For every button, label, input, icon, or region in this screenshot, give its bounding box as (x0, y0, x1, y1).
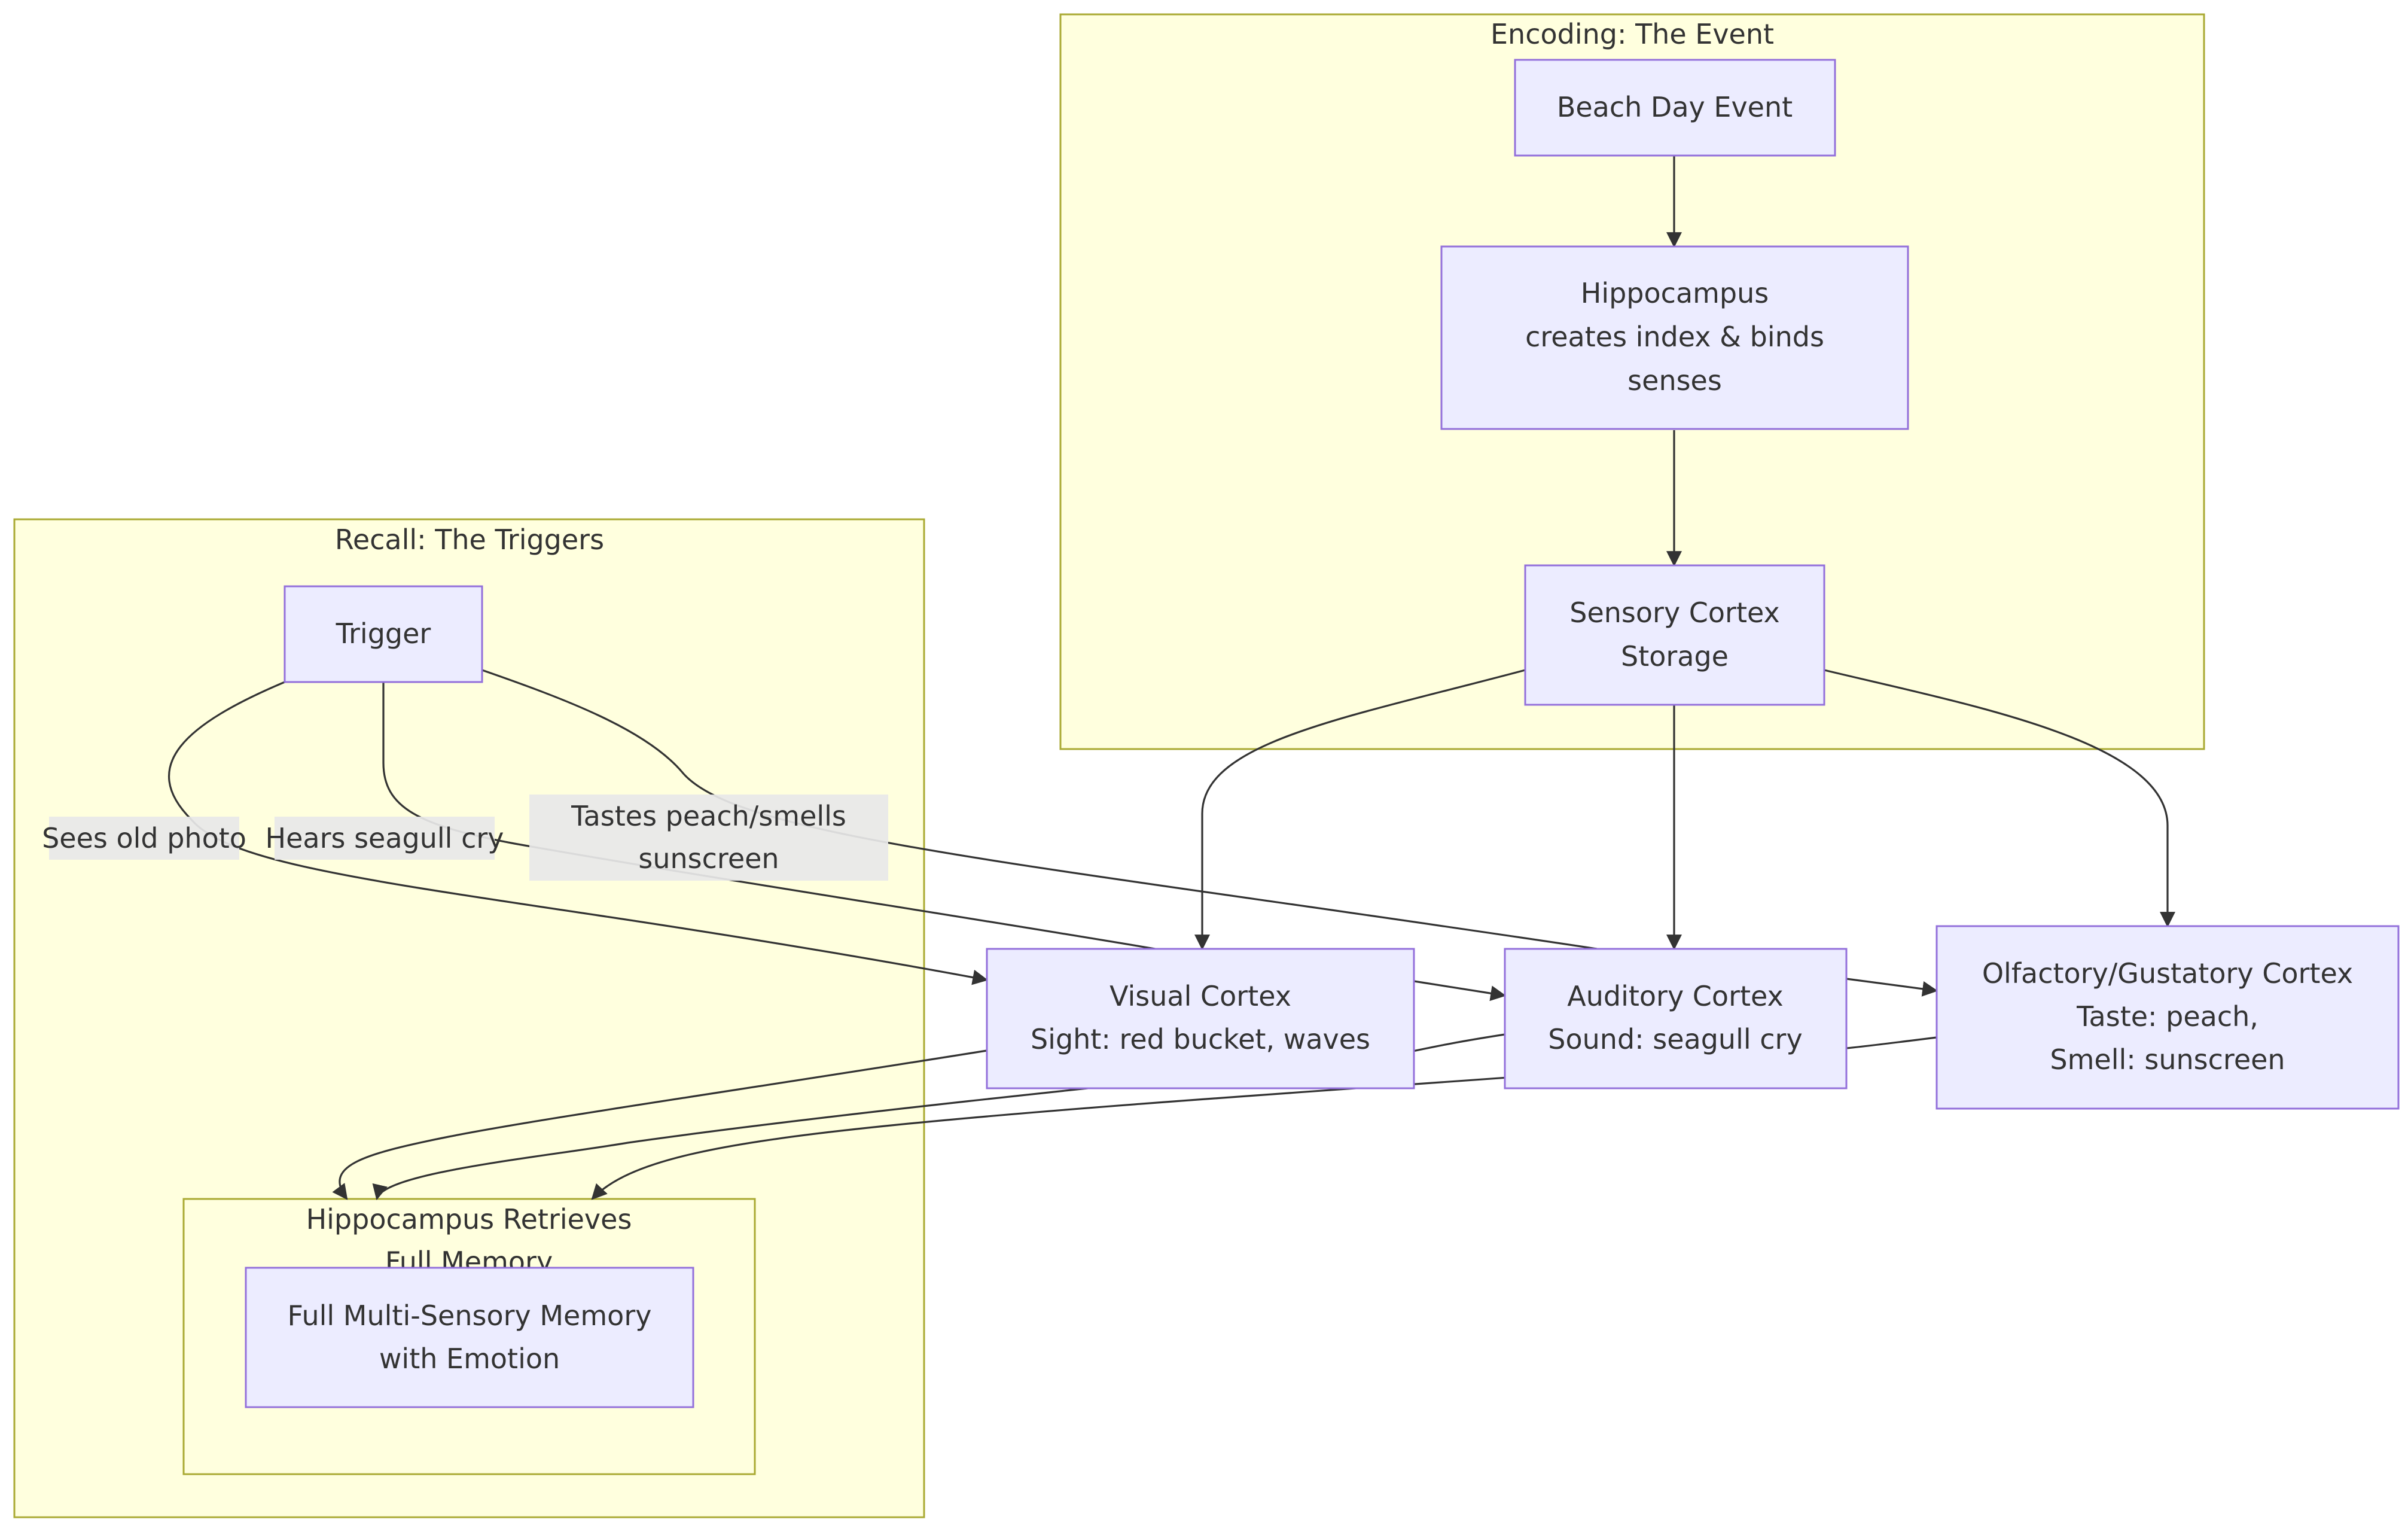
edge-label-hears-seagull-text: Hears seagull cry (266, 822, 504, 854)
node-olfactory-cortex: Olfactory/Gustatory Cortex Taste: peach,… (1935, 925, 2400, 1110)
edge-visual-to-memory-a (332, 1049, 987, 1200)
node-olfactory-cortex-line1: Olfactory/Gustatory Cortex (1982, 957, 2353, 990)
edge-label-tastes: Tastes peach/smells sunscreen (529, 795, 888, 881)
edge-visual-to-auditory (1413, 980, 1507, 1002)
node-auditory-cortex: Auditory Cortex Sound: seagull cry (1504, 948, 1848, 1089)
node-sensory-cortex-line2: Storage (1621, 640, 1729, 672)
edge-label-sees-photo: Sees old photo (42, 817, 246, 860)
node-hippocampus-line1: Hippocampus (1581, 277, 1769, 309)
cluster-encoding-title: Encoding: The Event (1490, 18, 1774, 50)
node-hippocampus-line2: creates index & binds (1525, 321, 1824, 353)
node-sensory-cortex-line1: Sensory Cortex (1569, 596, 1779, 629)
node-hippocampus-line3: senses (1627, 364, 1722, 397)
edge-auditory-to-olfactory (1846, 978, 1938, 997)
node-visual-cortex-line2: Sight: red bucket, waves (1031, 1023, 1370, 1055)
cluster-recall-title: Recall: The Triggers (335, 523, 604, 556)
node-visual-cortex-line1: Visual Cortex (1109, 980, 1291, 1012)
node-full-memory: Full Multi-Sensory Memory with Emotion (245, 1267, 694, 1408)
node-auditory-cortex-line2: Sound: seagull cry (1548, 1023, 1802, 1055)
node-olfactory-cortex-line2: Taste: peach, (2076, 1000, 2258, 1033)
cluster-retrieval-title-line1: Hippocampus Retrieves (306, 1203, 632, 1235)
node-hippocampus: Hippocampus creates index & binds senses (1440, 245, 1909, 430)
edge-trigger-photo-to-visual (167, 681, 989, 985)
node-beach-day-line1: Beach Day Event (1557, 91, 1793, 123)
node-auditory-cortex-line1: Auditory Cortex (1567, 980, 1783, 1012)
node-trigger: Trigger (284, 585, 483, 683)
node-sensory-cortex: Sensory Cortex Storage (1524, 564, 1825, 706)
edge-label-hears-seagull: Hears seagull cry (266, 817, 504, 860)
edge-label-sees-photo-text: Sees old photo (42, 822, 246, 854)
node-visual-cortex: Visual Cortex Sight: red bucket, waves (986, 948, 1415, 1089)
node-full-memory-line1: Full Multi-Sensory Memory (288, 1299, 652, 1332)
edge-label-tastes-line1: Tastes peach/smells (571, 800, 846, 832)
node-trigger-line1: Trigger (336, 617, 431, 650)
node-beach-day-event: Beach Day Event (1514, 59, 1836, 157)
node-olfactory-cortex-line3: Smell: sunscreen (2050, 1043, 2285, 1076)
edge-sensory-to-visual (1194, 669, 1526, 951)
node-full-memory-line2: with Emotion (379, 1343, 560, 1375)
edge-label-tastes-line2: sunscreen (638, 842, 779, 875)
edge-sensory-to-olfactory (1824, 669, 2175, 928)
